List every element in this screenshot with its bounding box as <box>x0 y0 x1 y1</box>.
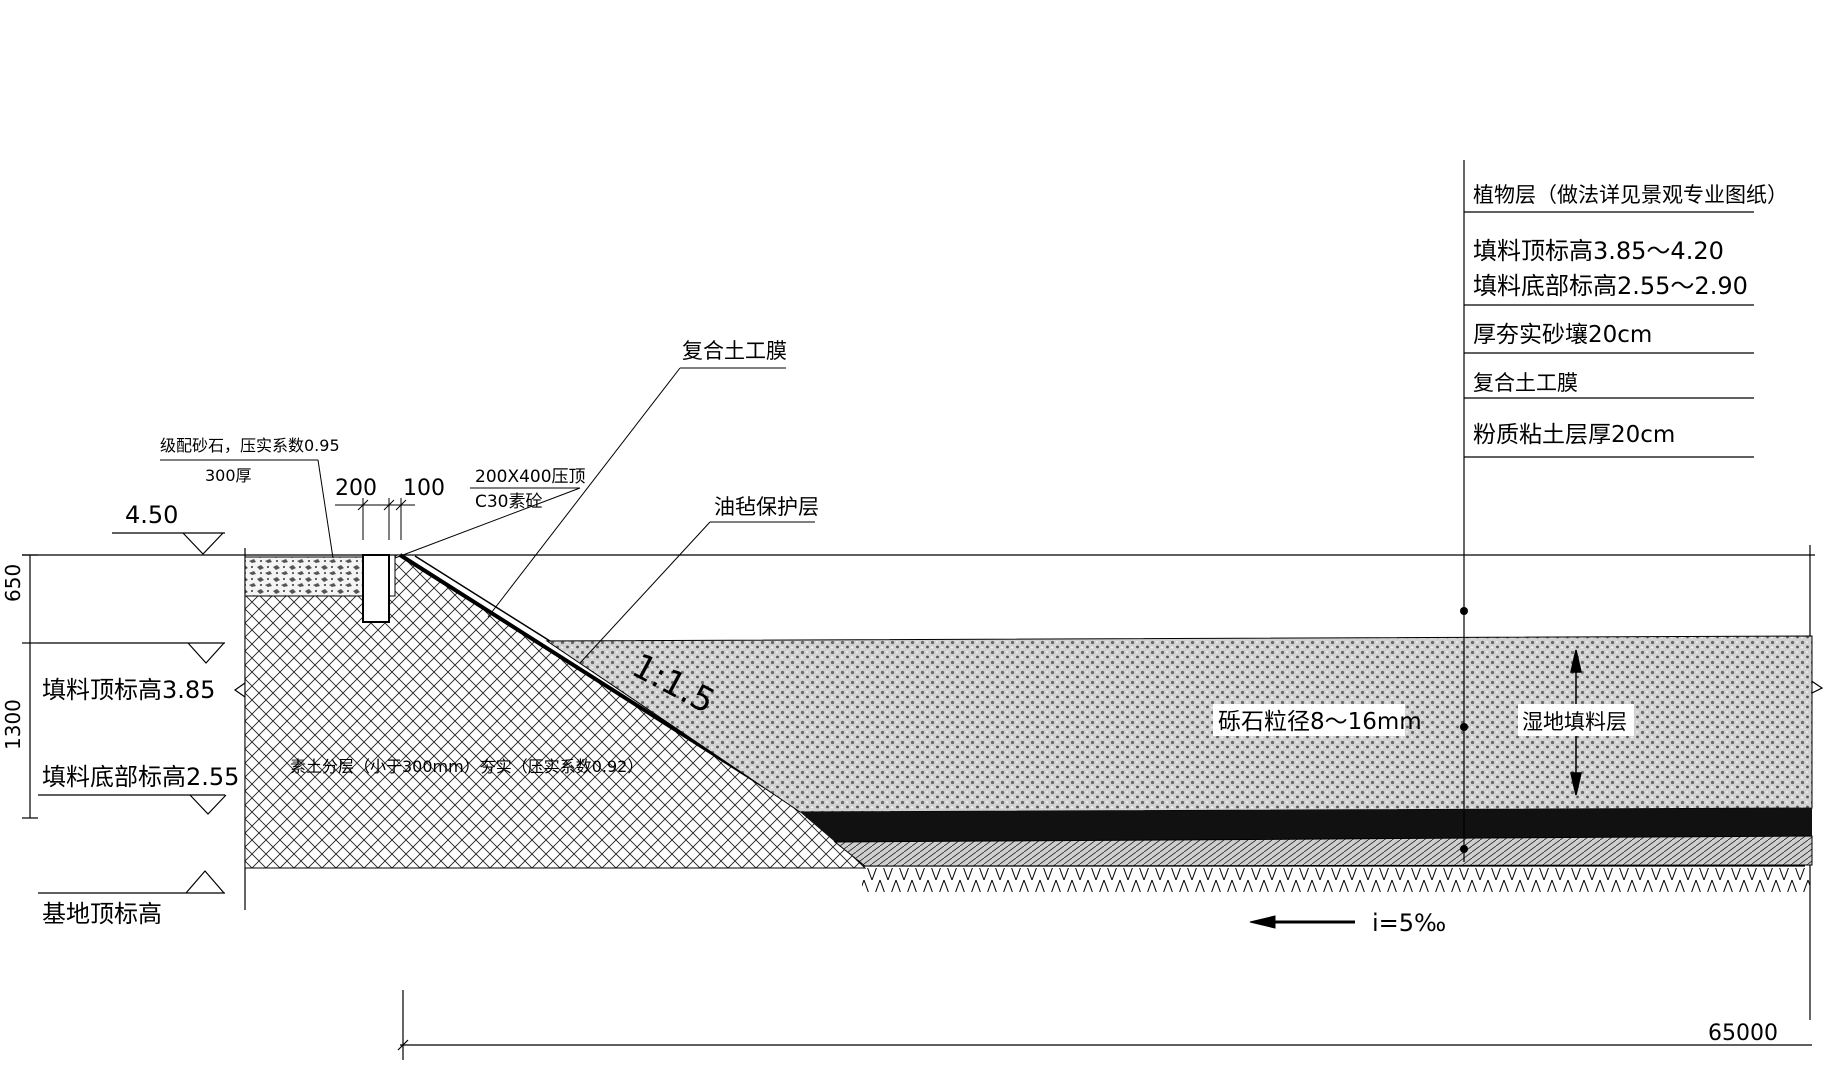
leader-lines <box>160 367 815 664</box>
elevation-base-top-label: 基地顶标高 <box>42 900 162 928</box>
legend-item-1: 填料顶标高3.85～4.20 <box>1473 237 1724 265</box>
gravel-size-label-bg <box>1213 704 1405 736</box>
callout-gravel-size: 砾石粒径8～16mm <box>1218 709 1422 735</box>
graded-gravel-layer <box>244 556 364 597</box>
legend-item-0: 植物层（做法详见景观专业图纸） <box>1473 183 1788 207</box>
elevation-fill-bottom-label: 填料底部标高2.55 <box>42 763 239 791</box>
legend-lines <box>1463 160 1754 862</box>
legend-item-5: 粉质粘土层厚20cm <box>1473 422 1675 448</box>
dim-1300: 1300 <box>1 699 25 750</box>
clay-layer <box>833 835 1813 867</box>
callout-gravel-2: 300厚 <box>205 466 252 485</box>
callout-gravel-1: 级配砂石，压实系数0.95 <box>160 436 340 455</box>
dim-200: 200 <box>335 476 377 501</box>
callout-geomembrane: 复合土工膜 <box>682 339 787 363</box>
base-soil-hatch <box>862 868 1810 892</box>
legend-dots <box>1460 607 1468 853</box>
callout-curb-1: 200X400压顶 <box>475 467 586 487</box>
callout-curb-2: C30素砼 <box>475 492 543 512</box>
dim-100: 100 <box>403 476 445 501</box>
concrete-curb <box>362 554 390 623</box>
membrane-black-band <box>800 808 1812 842</box>
legend-item-4: 复合土工膜 <box>1473 371 1578 395</box>
legend-item-3: 厚夯实砂壤20cm <box>1473 322 1652 348</box>
legend-item-2: 填料底部标高2.55～2.90 <box>1473 272 1748 300</box>
curb-dim-lines <box>335 498 415 540</box>
dim-total: 65000 <box>1708 1021 1778 1046</box>
total-dim-line <box>397 990 1812 1060</box>
elevation-fill-top-label: 填料顶标高3.85 <box>42 676 215 704</box>
callout-grade: i=5‰ <box>1372 909 1446 937</box>
grade-arrow <box>1249 915 1355 929</box>
dim-650: 650 <box>1 564 25 602</box>
callout-plain-soil: 素土分层（小于300mm）夯实（压实系数0.92） <box>290 757 643 776</box>
callout-felt: 油毡保护层 <box>714 495 819 519</box>
elevation-marks <box>22 532 227 894</box>
wetland-fill-label-bg <box>1518 704 1634 736</box>
callout-wetland-fill: 湿地填料层 <box>1522 710 1627 734</box>
elevation-top-label: 4.50 <box>125 501 178 529</box>
